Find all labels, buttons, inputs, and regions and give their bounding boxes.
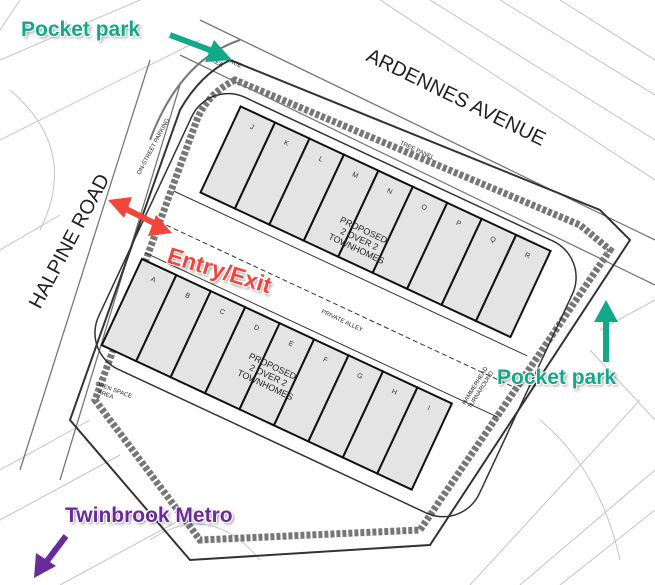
pocket-park-top-annotation: Pocket park <box>21 18 141 41</box>
building-label-g: G <box>356 372 364 381</box>
building-label-d: D <box>253 324 261 332</box>
building-label-i: I <box>426 405 431 412</box>
bottom-row-building-i <box>375 386 454 491</box>
building-label-k: K <box>283 139 290 147</box>
building-label-a: A <box>149 276 156 284</box>
twinbrook-metro-arrow <box>34 534 69 578</box>
building-label-f: F <box>322 356 329 364</box>
building-label-h: H <box>390 388 398 396</box>
private-alley-label: PRIVATE ALLEY <box>320 309 363 333</box>
twinbrook-metro-annotation: Twinbrook Metro <box>65 504 233 527</box>
pocket-park-top-arrow <box>168 32 232 62</box>
building-label-e: E <box>287 340 294 348</box>
building-label-n: N <box>386 188 394 196</box>
pocket-park-right-annotation: Pocket park <box>497 366 617 389</box>
perimeter-walk <box>91 76 615 544</box>
building-label-p: P <box>455 220 462 228</box>
building-label-c: C <box>218 308 226 316</box>
building-label-o: O <box>420 204 428 213</box>
entry-exit-arrow <box>108 197 172 236</box>
building-label-b: B <box>184 292 191 300</box>
building-label-l: L <box>317 156 324 164</box>
building-label-m: M <box>351 171 359 180</box>
top-row-building-r <box>474 233 552 339</box>
building-label-r: R <box>523 252 531 260</box>
open-space-bottom-label: OPEN SPACE AREA <box>92 381 134 407</box>
site-boundary <box>68 58 632 562</box>
pocket-park-right-arrow <box>594 300 618 362</box>
halpine-road-label: HALPINE ROAD <box>25 171 114 313</box>
ardennes-avenue-label: ARDENNES AVENUE <box>363 45 549 151</box>
building-label-j: J <box>249 124 255 132</box>
building-label-q: Q <box>489 236 497 245</box>
